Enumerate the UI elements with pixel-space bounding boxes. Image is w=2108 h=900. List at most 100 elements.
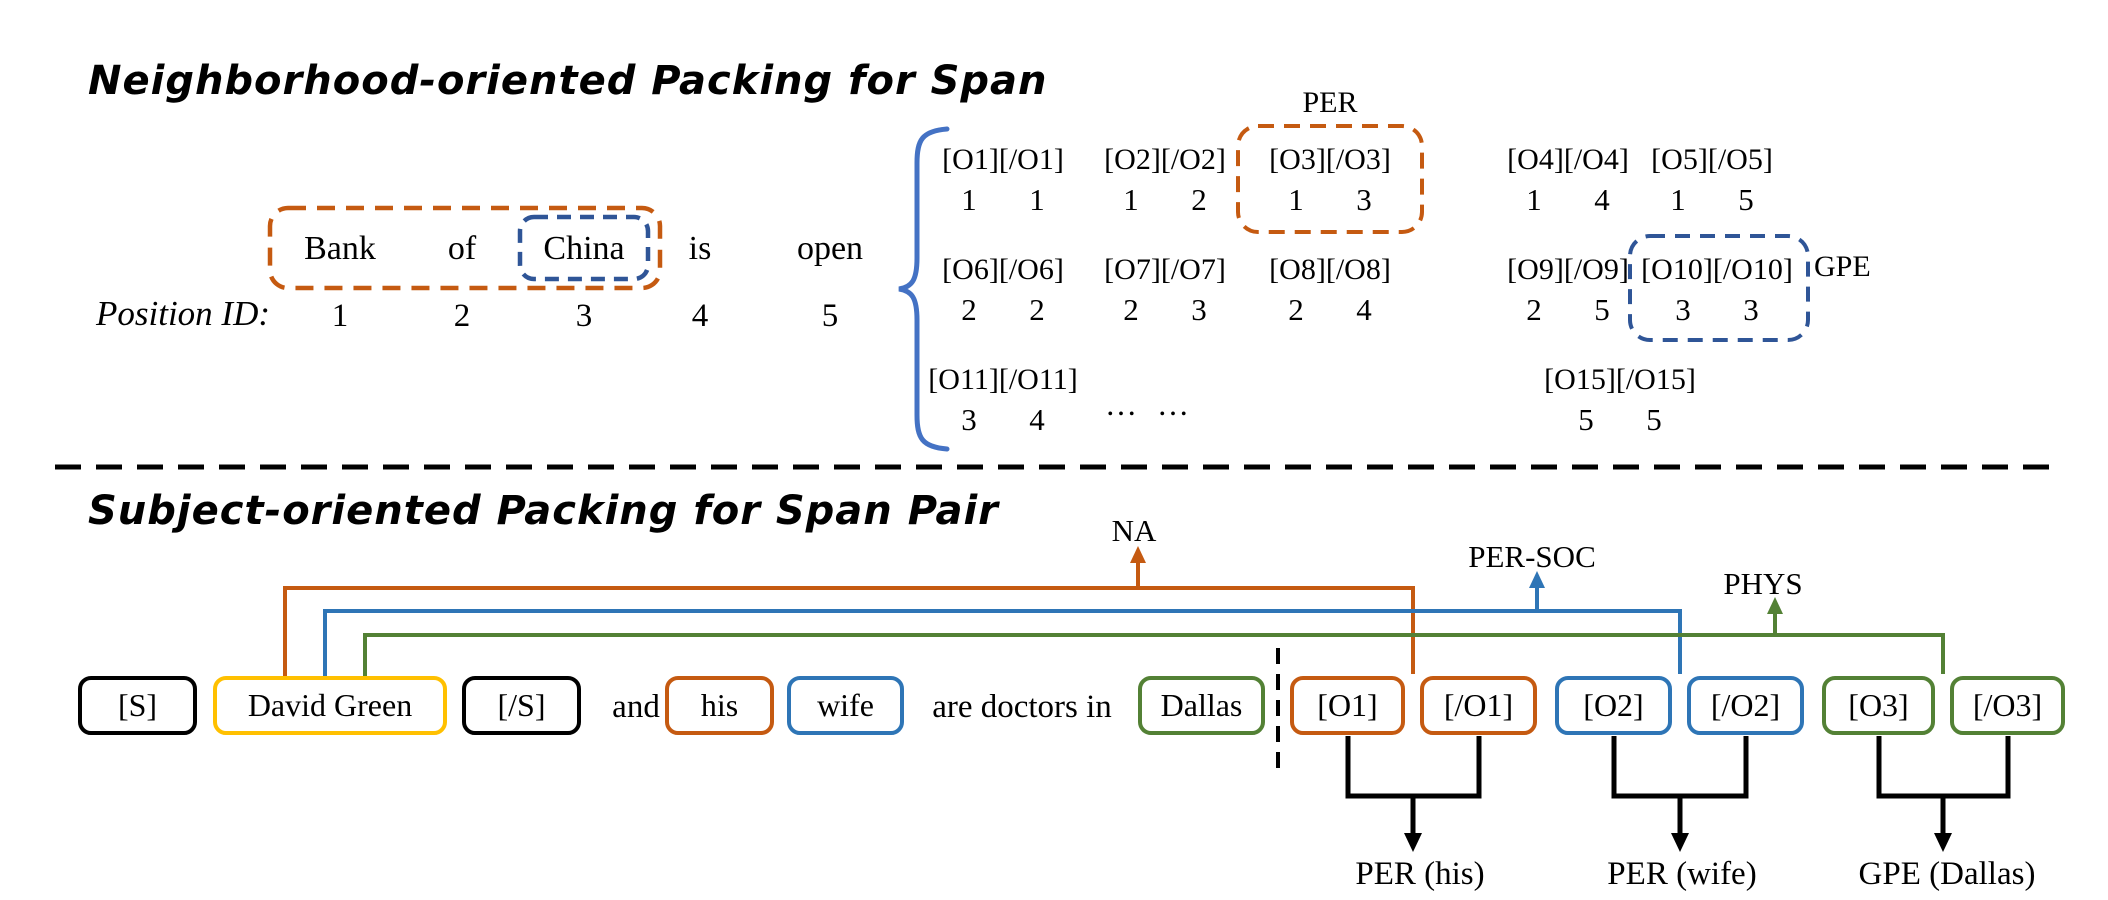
open-token: [O7] — [1104, 253, 1161, 286]
start-pos: 1 — [1526, 182, 1542, 217]
close-token: [/O5] — [1707, 143, 1773, 176]
close-token: [/O6] — [998, 253, 1064, 286]
close-token: [/O8] — [1325, 253, 1391, 286]
close-token: [/O15] — [1615, 363, 1696, 396]
grid-cell-o8: [O8][/O8] 2 4 — [1269, 252, 1391, 328]
end-pos: 1 — [1029, 182, 1045, 217]
position-id-label: Position ID: — [96, 294, 271, 333]
token-box-o1: [O1] — [1290, 676, 1405, 735]
grid-cell-o7: [O7][/O7] 2 3 — [1104, 252, 1226, 328]
start-pos: 1 — [1123, 182, 1139, 217]
start-pos: 2 — [1526, 292, 1542, 327]
start-pos: 3 — [1675, 292, 1691, 327]
relation-label-na: NA — [1111, 513, 1157, 548]
close-token: [/O9] — [1563, 253, 1629, 286]
plain-word-and: and — [612, 689, 660, 725]
o2-pair-bracket — [1611, 736, 1749, 799]
bottom-section-title: Subject-oriented Packing for Span Pair — [88, 488, 999, 534]
close-token: [/O7] — [1160, 253, 1226, 286]
start-pos: 2 — [1123, 292, 1139, 327]
na-relation-connector — [283, 586, 1415, 678]
o3-pred-arrowhead — [1934, 833, 1952, 852]
top-section-title: Neighborhood-oriented Packing for Span — [88, 58, 1048, 104]
grid-curly-brace — [898, 126, 950, 452]
china-entity-dashed-box — [517, 214, 651, 282]
per-soc-relation-connector — [323, 609, 1682, 678]
close-token: [/O10] — [1712, 253, 1793, 286]
token-box-o3-close: [/O3] — [1950, 676, 2065, 735]
start-pos: 5 — [1578, 402, 1594, 437]
token-box-o1-close: [/O1] — [1420, 676, 1537, 735]
start-pos: 1 — [1288, 182, 1304, 217]
grid-cell-o9: [O9][/O9] 2 5 — [1507, 252, 1629, 328]
open-token: [O3] — [1269, 143, 1326, 176]
token-box-o3: [O3] — [1822, 676, 1935, 735]
grid-cell-o11: [O11][/O11] 3 4 — [928, 362, 1077, 438]
end-pos: 3 — [1743, 292, 1759, 327]
end-pos: 3 — [1191, 292, 1207, 327]
prediction-label-per-wife: PER (wife) — [1607, 856, 1757, 892]
end-pos: 5 — [1646, 402, 1662, 437]
position-id-value: 3 — [575, 298, 593, 334]
plain-words-are-doctors-in: are doctors in — [932, 689, 1112, 725]
open-token: [O10] — [1641, 253, 1713, 286]
open-token: [O8] — [1269, 253, 1326, 286]
sentence-word: is — [688, 230, 712, 267]
bank-of-china-entity-dashed-box — [267, 205, 663, 291]
end-pos: 4 — [1356, 292, 1372, 327]
o1-pair-bracket — [1345, 736, 1482, 799]
o1-pred-arrowhead — [1404, 833, 1422, 852]
end-pos: 2 — [1191, 182, 1207, 217]
open-token: [O9] — [1507, 253, 1564, 286]
token-box-his: his — [665, 676, 774, 735]
grid-cell-o15: [O15][/O15] 5 5 — [1544, 362, 1696, 438]
end-pos: 3 — [1356, 182, 1372, 217]
grid-cell-o1: [O1][/O1] 1 1 — [942, 142, 1064, 218]
end-pos: 5 — [1738, 182, 1754, 217]
end-pos: 4 — [1029, 402, 1045, 437]
phys-arrowhead — [1767, 597, 1783, 614]
phys-relation-connector — [363, 633, 1945, 678]
position-id-value: 1 — [331, 298, 349, 334]
close-token: [/O3] — [1325, 143, 1391, 176]
token-box-david-green: David Green — [213, 676, 447, 735]
start-pos: 2 — [1288, 292, 1304, 327]
open-token: [O15] — [1544, 363, 1616, 396]
prediction-label-gpe-dallas: GPE (Dallas) — [1858, 856, 2036, 892]
per-entity-label: PER — [1302, 86, 1358, 119]
open-token: [O2] — [1104, 143, 1161, 176]
grid-cell-o6: [O6][/O6] 2 2 — [942, 252, 1064, 328]
open-token: [O11] — [928, 363, 999, 396]
na-arrowhead — [1130, 546, 1146, 563]
close-token: [/O4] — [1563, 143, 1629, 176]
end-pos: 5 — [1594, 292, 1610, 327]
start-pos: 3 — [961, 402, 977, 437]
token-box-wife: wife — [787, 676, 904, 735]
grid-ellipsis: … … — [1105, 386, 1195, 422]
close-token: [/O2] — [1160, 143, 1226, 176]
prediction-label-per-his: PER (his) — [1355, 856, 1485, 892]
token-box-dallas: Dallas — [1138, 676, 1265, 735]
grid-cell-o5: [O5][/O5] 1 5 — [1651, 142, 1773, 218]
open-token: [O1] — [942, 143, 999, 176]
open-token: [O5] — [1651, 143, 1708, 176]
per-soc-arrowhead — [1529, 571, 1545, 588]
start-pos: 1 — [1670, 182, 1686, 217]
token-box-o2-close: [/O2] — [1687, 676, 1804, 735]
open-token: [O6] — [942, 253, 999, 286]
token-box-s: [S] — [78, 676, 197, 735]
close-token: [/O11] — [998, 363, 1078, 396]
position-id-value: 2 — [453, 298, 471, 334]
position-id-value: 5 — [821, 298, 839, 334]
token-box-s-close: [/S] — [462, 676, 581, 735]
start-pos: 1 — [961, 182, 977, 217]
sentence-word: of — [447, 230, 477, 267]
position-id-value: 4 — [691, 298, 709, 334]
end-pos: 2 — [1029, 292, 1045, 327]
start-pos: 2 — [961, 292, 977, 327]
close-token: [/O1] — [998, 143, 1064, 176]
grid-cell-o2: [O2][/O2] 1 2 — [1104, 142, 1226, 218]
